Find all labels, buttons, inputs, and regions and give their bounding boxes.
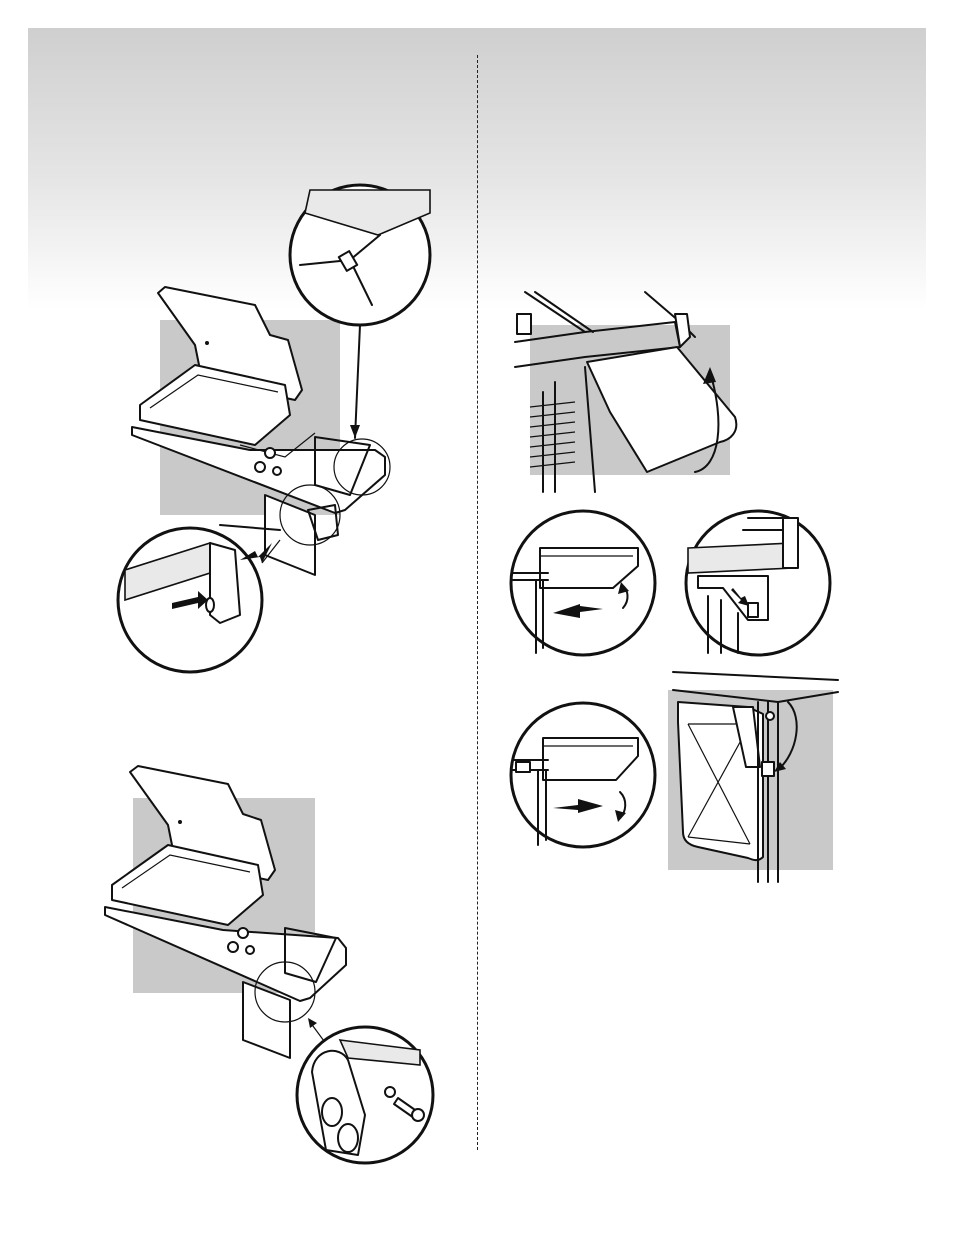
control-knob-3 <box>273 467 281 475</box>
control-knob-2 <box>255 462 265 472</box>
leg-post <box>783 518 798 568</box>
shelf-slide-right-figure <box>508 700 658 850</box>
lower-zoom-bracket <box>210 543 240 623</box>
bracket-hook-figure <box>683 508 833 658</box>
rail-slot <box>517 314 531 334</box>
shelf-slide-left-figure <box>508 508 658 658</box>
shelf-fold-up-figure <box>515 292 745 497</box>
shelf-folded-down-figure <box>658 672 843 887</box>
washer-icon <box>385 1087 395 1097</box>
grill-side-shelf-install-figure <box>110 195 410 680</box>
column-divider <box>477 55 478 1150</box>
leader-line-upper <box>355 325 360 438</box>
lid-dot <box>205 341 209 345</box>
grill-side-shelf-bolt-figure <box>100 760 440 1170</box>
control-knob-1 <box>265 448 275 458</box>
